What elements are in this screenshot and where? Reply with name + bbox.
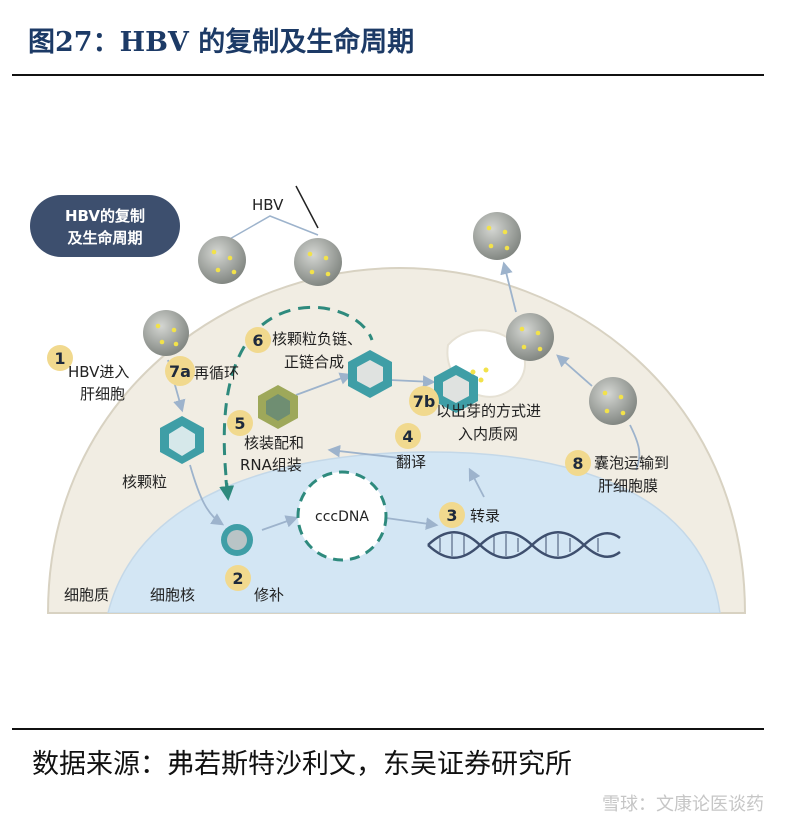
step-5-label-line1: 核装配和: [244, 434, 304, 452]
virion-hbv-2: [294, 238, 342, 286]
virion-released: [473, 212, 521, 260]
step-3-label: 转录: [470, 507, 500, 525]
step-7a-number: 7a: [169, 362, 191, 381]
bottom-rule: [12, 728, 764, 730]
step-1-number: 1: [54, 349, 65, 368]
virion-hbv-1: [198, 236, 246, 284]
step-7a-label: 再循环: [194, 364, 239, 382]
step-7b-number: 7b: [413, 392, 436, 411]
capsid-assembly: [258, 385, 298, 429]
step-3-number: 3: [446, 506, 457, 525]
step-8-label-line2: 肝细胞膜: [598, 477, 658, 495]
step-4-number: 4: [402, 427, 413, 446]
step-7b-label-line2: 入内质网: [458, 425, 518, 443]
virion-entering: [143, 310, 189, 356]
step-8-label-line1: 囊泡运输到: [594, 454, 669, 472]
step-4-label: 翻译: [396, 453, 426, 471]
step-1-label-line2: 肝细胞: [80, 385, 125, 403]
step-6-label-line1: 核颗粒负链、: [272, 330, 362, 348]
hbv-label: HBV: [252, 196, 284, 214]
cccdna-circle: [296, 470, 388, 562]
step-1-label-line1: HBV进入: [68, 363, 129, 381]
cytoplasm-label: 细胞质: [64, 586, 109, 604]
step-8-number: 8: [572, 454, 583, 473]
source-note: 数据来源：弗若斯特沙利文，东吴证券研究所: [32, 749, 572, 780]
figure-title: 图27：HBV 的复制及生命周期: [28, 27, 415, 58]
badge-line-1: HBV的复制: [65, 207, 145, 225]
virion-vesicle: [589, 377, 637, 425]
nucleus-label: 细胞核: [150, 586, 195, 604]
dna-helix: [427, 531, 621, 559]
capsid-entry: [160, 416, 204, 464]
capsid-budding: [434, 365, 489, 413]
capsid-mature: [348, 350, 392, 398]
top-rule: [12, 74, 764, 76]
step-2-number: 2: [232, 569, 243, 588]
step-5-label-line2: RNA组装: [240, 456, 302, 474]
step-2-label: 修补: [254, 586, 284, 604]
virion-er-exit: [506, 313, 554, 361]
title-badge: [30, 195, 180, 257]
nucleus: [107, 451, 721, 613]
step-6-label-line2: 正链合成: [284, 353, 344, 371]
step-6-number: 6: [252, 331, 263, 350]
step-7b-label-line1: 以出芽的方式进: [436, 402, 541, 420]
nucleocapsid-label: 核颗粒: [122, 473, 167, 491]
step-5-number: 5: [234, 414, 245, 433]
badge-line-2: 及生命周期: [67, 229, 142, 247]
cccdna-label: cccDNA: [315, 509, 369, 525]
watermark: 雪球：文康论医谈药: [602, 794, 764, 815]
rcdna-circle: [221, 524, 253, 556]
